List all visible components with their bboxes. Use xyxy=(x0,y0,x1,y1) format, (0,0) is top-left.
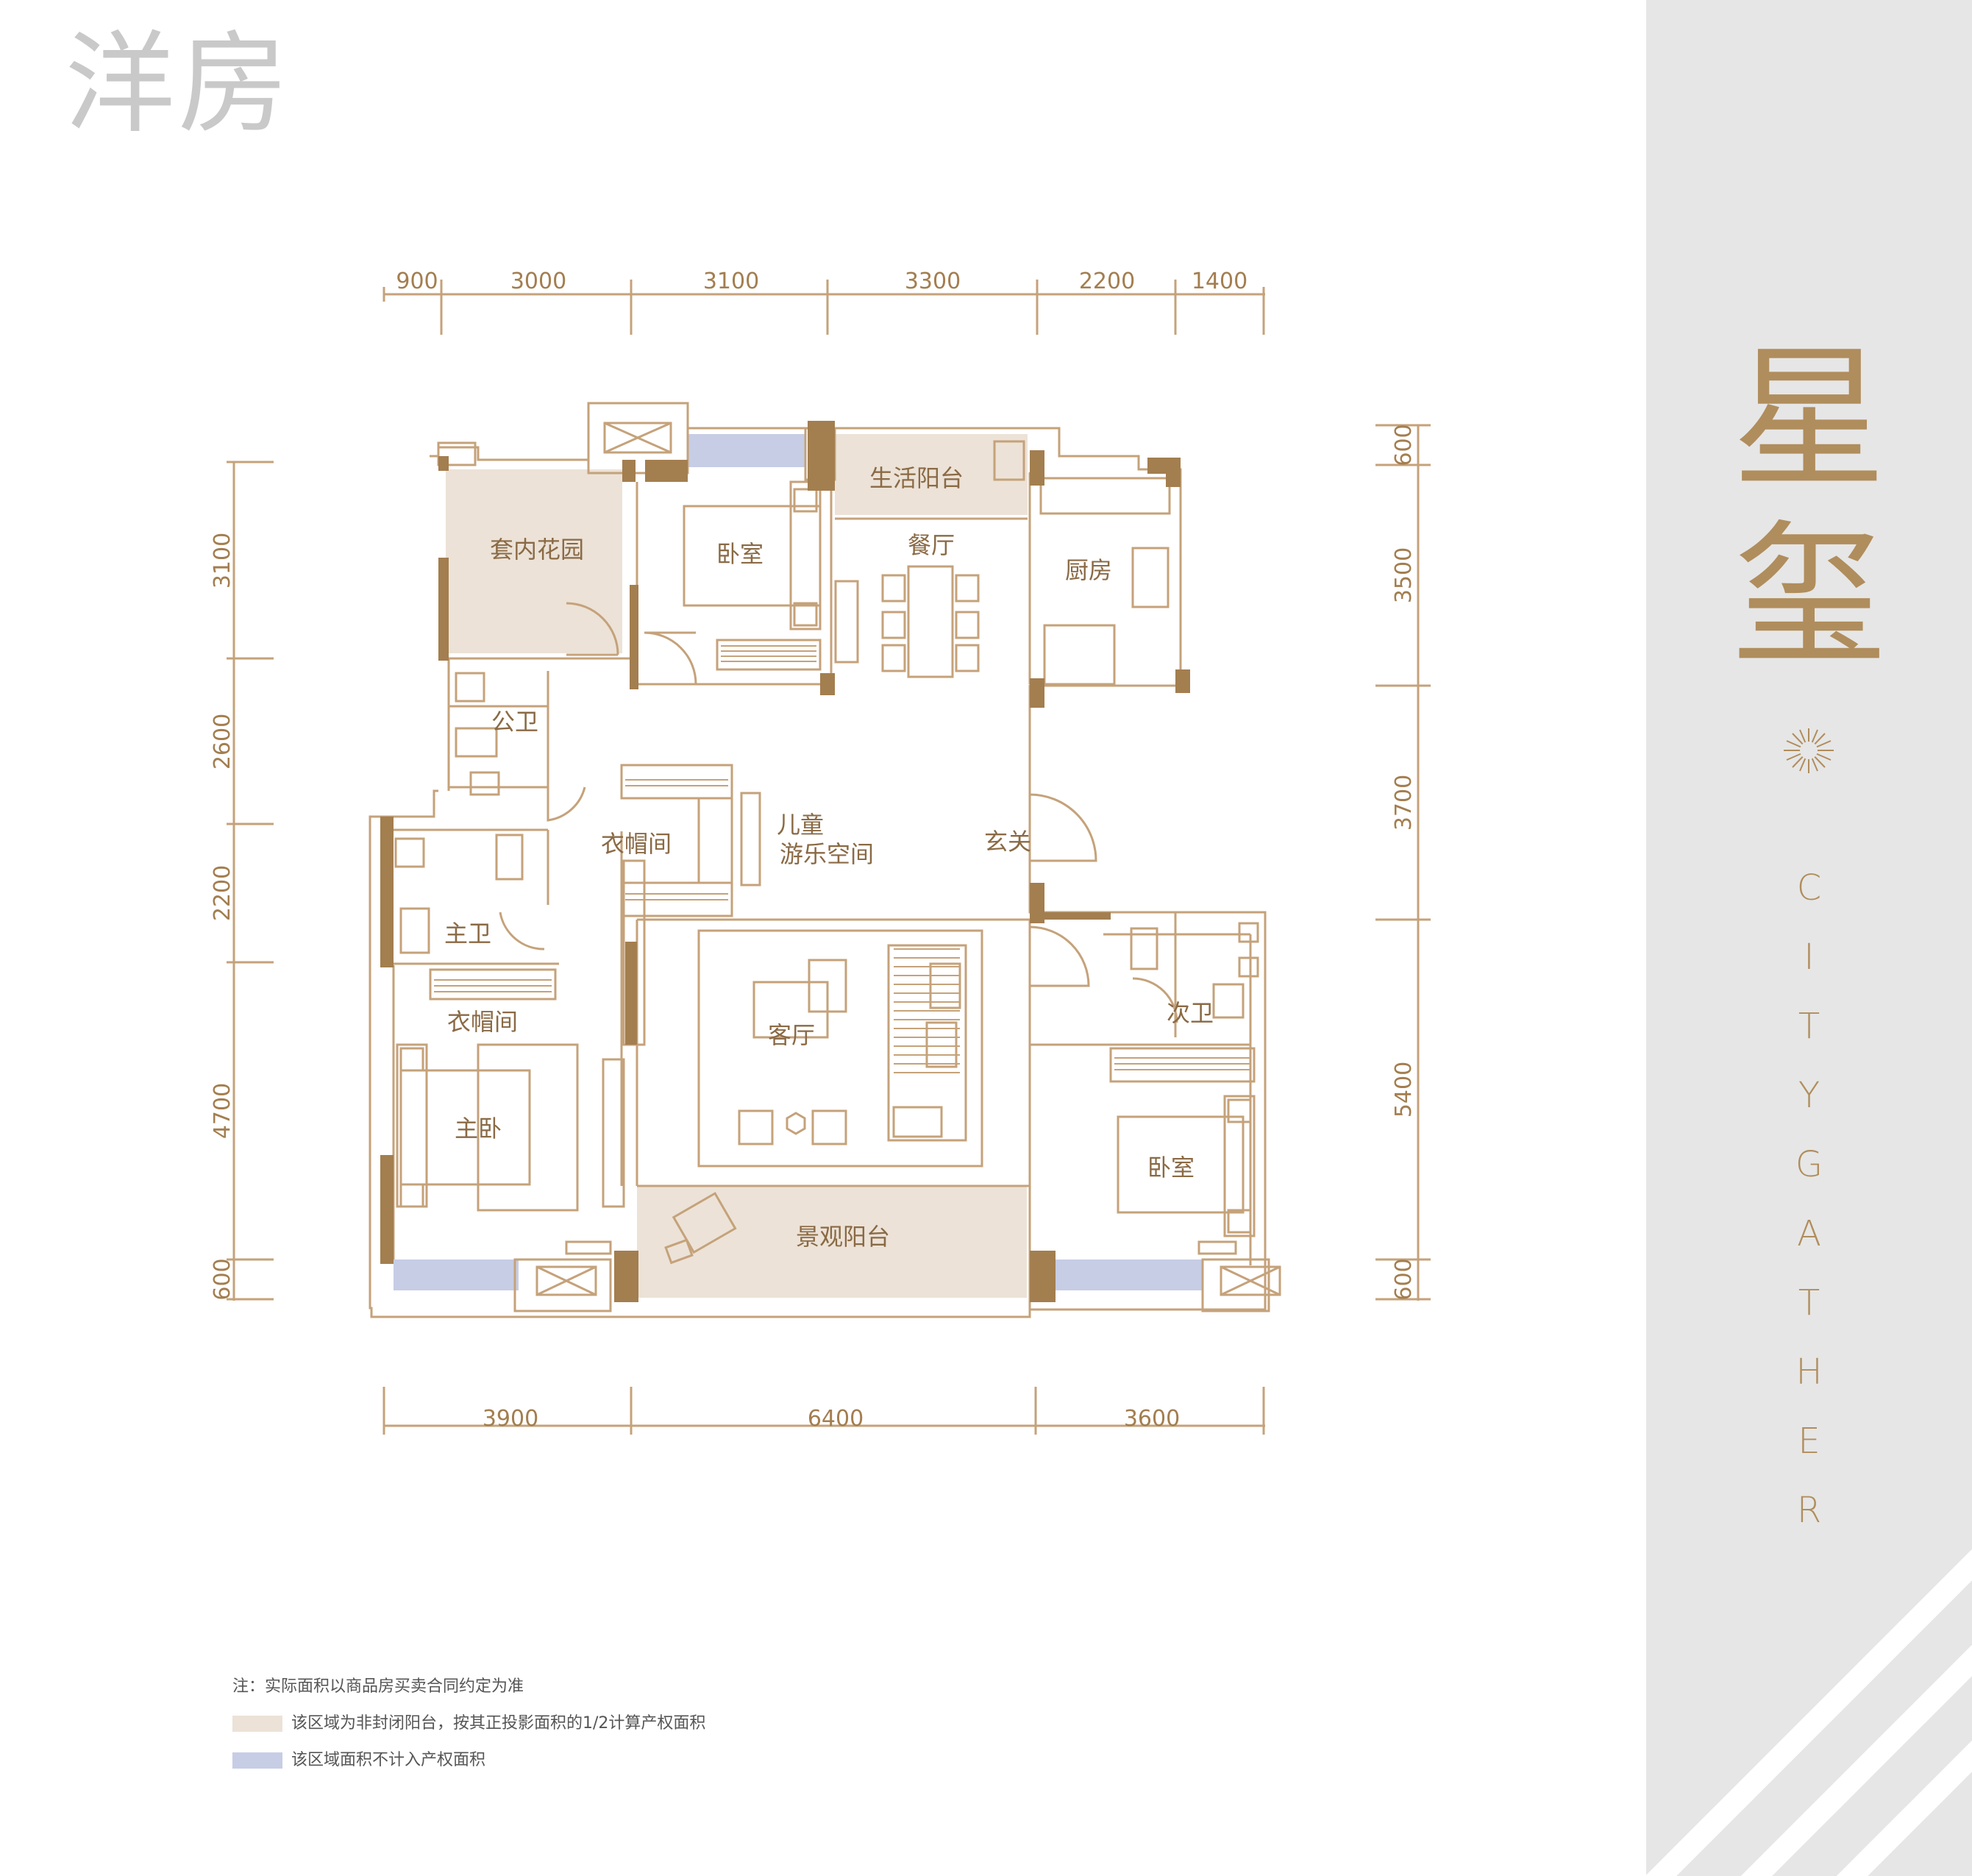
brand-panel: 星 玺 C I T Y G A T H E xyxy=(1646,0,1972,1876)
garden-area xyxy=(446,469,622,653)
brand-letter: I xyxy=(1804,937,1815,978)
page-title: 洋房 xyxy=(65,21,292,149)
view-balcony-area xyxy=(637,1186,1027,1298)
label-living: 客厅 xyxy=(768,1021,815,1049)
brand-letter: T xyxy=(1798,1282,1820,1323)
label-garden: 套内花园 xyxy=(490,536,584,564)
label-dining: 餐厅 xyxy=(908,531,955,559)
decorative-stripes xyxy=(1646,1549,1972,1876)
label-second-bath: 次卫 xyxy=(1167,999,1214,1027)
brand-letter: A xyxy=(1797,1213,1821,1254)
brand-name: 星 玺 xyxy=(1646,331,1972,684)
brand-char-2: 玺 xyxy=(1731,505,1887,686)
label-bedroom-south: 卧室 xyxy=(1147,1154,1195,1182)
dim-right-2: 3500 xyxy=(1391,547,1417,603)
dim-top-6: 1400 xyxy=(1192,269,1247,294)
excluded-swatch xyxy=(232,1752,282,1769)
note-main: 注：实际面积以商品房买卖合同约定为准 xyxy=(232,1677,524,1696)
sunburst-icon xyxy=(1784,728,1834,773)
dim-left-5: 600 xyxy=(210,1258,235,1300)
dim-right-1: 600 xyxy=(1391,424,1417,466)
notes: 注：实际面积以商品房买卖合同约定为准 该区域为非封闭阳台，按其正投影面积的1/2… xyxy=(232,1669,705,1779)
label-kids-area-2: 游乐空间 xyxy=(780,840,874,868)
brand-letter: Y xyxy=(1798,1075,1820,1116)
label-kitchen: 厨房 xyxy=(1065,556,1112,584)
floor-plan: 900 3000 3100 3300 2200 1400 3900 6400 3… xyxy=(210,269,1431,1435)
dim-top-5: 2200 xyxy=(1079,269,1135,294)
structural-walls xyxy=(380,421,1190,1302)
brand-letter: H xyxy=(1795,1351,1823,1393)
dim-bottom-3: 3600 xyxy=(1124,1406,1180,1432)
dim-left-2: 2600 xyxy=(210,714,235,770)
dim-bottom-1: 3900 xyxy=(483,1406,538,1432)
glass-panel-sw xyxy=(394,1259,519,1290)
brand-letter: R xyxy=(1796,1490,1822,1531)
dim-left-3: 2200 xyxy=(210,865,235,921)
dim-top-1: 900 xyxy=(396,269,438,294)
dim-left-1: 3100 xyxy=(210,533,235,589)
brand-letter: C xyxy=(1796,867,1822,909)
note-balcony: 该区域为非封闭阳台，按其正投影面积的1/2计算产权面积 xyxy=(232,1705,705,1742)
label-utility-balcony: 生活阳台 xyxy=(869,464,964,492)
brand-letter: E xyxy=(1798,1421,1820,1462)
brand-char-1: 星 xyxy=(1731,329,1887,509)
brand-english: C I T Y G A T H E R xyxy=(1646,853,1972,1545)
dim-right-3: 3700 xyxy=(1391,775,1417,831)
label-cloakroom-center: 衣帽间 xyxy=(601,830,672,858)
label-master-bath: 主卫 xyxy=(444,920,491,948)
dim-top-4: 3300 xyxy=(905,269,961,294)
dim-top-3: 3100 xyxy=(703,269,759,294)
balcony-swatch xyxy=(232,1716,282,1732)
label-public-bath: 公卫 xyxy=(491,708,538,736)
dim-bottom-2: 6400 xyxy=(808,1406,864,1432)
brand-letter: G xyxy=(1795,1144,1823,1185)
label-foyer: 玄关 xyxy=(984,828,1031,856)
glass-panel-se xyxy=(1056,1259,1203,1290)
label-kids-area-1: 儿童 xyxy=(777,811,824,839)
label-cloakroom-master: 衣帽间 xyxy=(447,1008,518,1036)
dim-left-4: 4700 xyxy=(210,1083,235,1139)
note-excluded: 该区域面积不计入产权面积 xyxy=(232,1742,705,1779)
dim-top-2: 3000 xyxy=(510,269,566,294)
glass-panel-north xyxy=(688,434,805,467)
label-master-bedroom: 主卧 xyxy=(455,1115,502,1143)
dim-right-5: 600 xyxy=(1391,1258,1417,1300)
dim-right-4: 5400 xyxy=(1391,1062,1417,1118)
label-view-balcony: 景观阳台 xyxy=(796,1223,890,1251)
brand-letter: T xyxy=(1798,1006,1820,1047)
label-bedroom-north: 卧室 xyxy=(716,540,763,568)
